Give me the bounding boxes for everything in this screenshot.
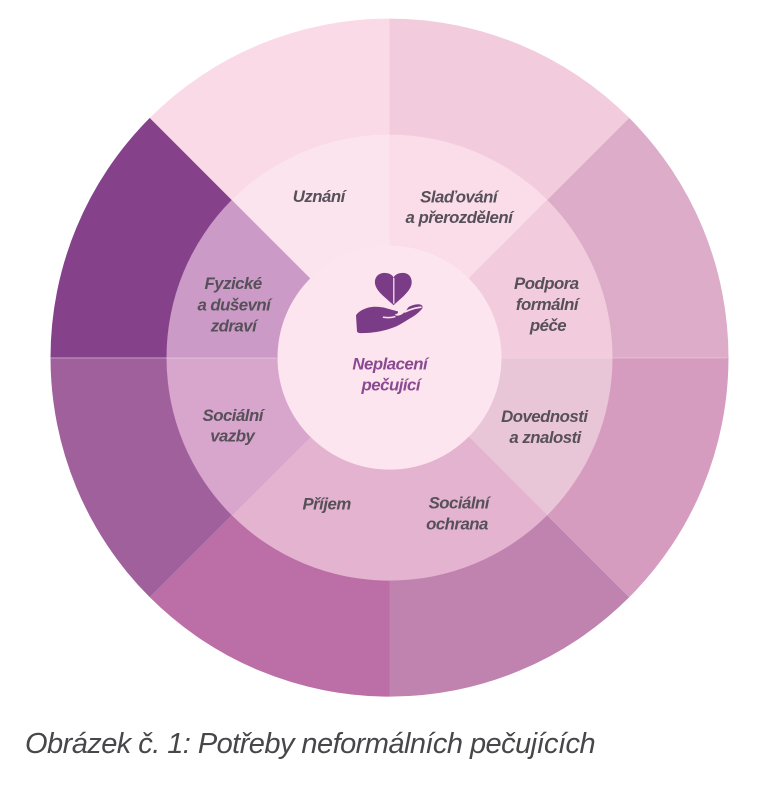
svg-text:a znalosti: a znalosti xyxy=(509,428,581,447)
svg-text:Slaďování: Slaďování xyxy=(420,187,500,206)
svg-text:Uznání: Uznání xyxy=(293,187,348,206)
svg-text:ochrana: ochrana xyxy=(426,515,488,534)
svg-text:Dovednosti: Dovednosti xyxy=(501,407,588,426)
svg-text:Sociální: Sociální xyxy=(203,406,266,425)
svg-text:formální: formální xyxy=(516,295,581,314)
svg-text:a duševní: a duševní xyxy=(197,295,273,314)
svg-text:Příjem: Příjem xyxy=(302,495,351,514)
svg-text:Fyzické: Fyzické xyxy=(205,274,262,293)
svg-text:zdraví: zdraví xyxy=(210,316,259,335)
svg-text:Podpora: Podpora xyxy=(514,274,579,293)
svg-text:péče: péče xyxy=(529,316,566,335)
svg-text:a přerozdělení: a přerozdělení xyxy=(406,208,516,227)
svg-text:vazby: vazby xyxy=(210,427,256,446)
svg-text:Obrázek č. 1: Potřeby neformál: Obrázek č. 1: Potřeby neformálních pečuj… xyxy=(25,728,595,760)
svg-text:Sociální: Sociální xyxy=(429,494,492,513)
svg-text:pečující: pečující xyxy=(361,375,423,394)
svg-text:Neplacení: Neplacení xyxy=(352,355,430,374)
